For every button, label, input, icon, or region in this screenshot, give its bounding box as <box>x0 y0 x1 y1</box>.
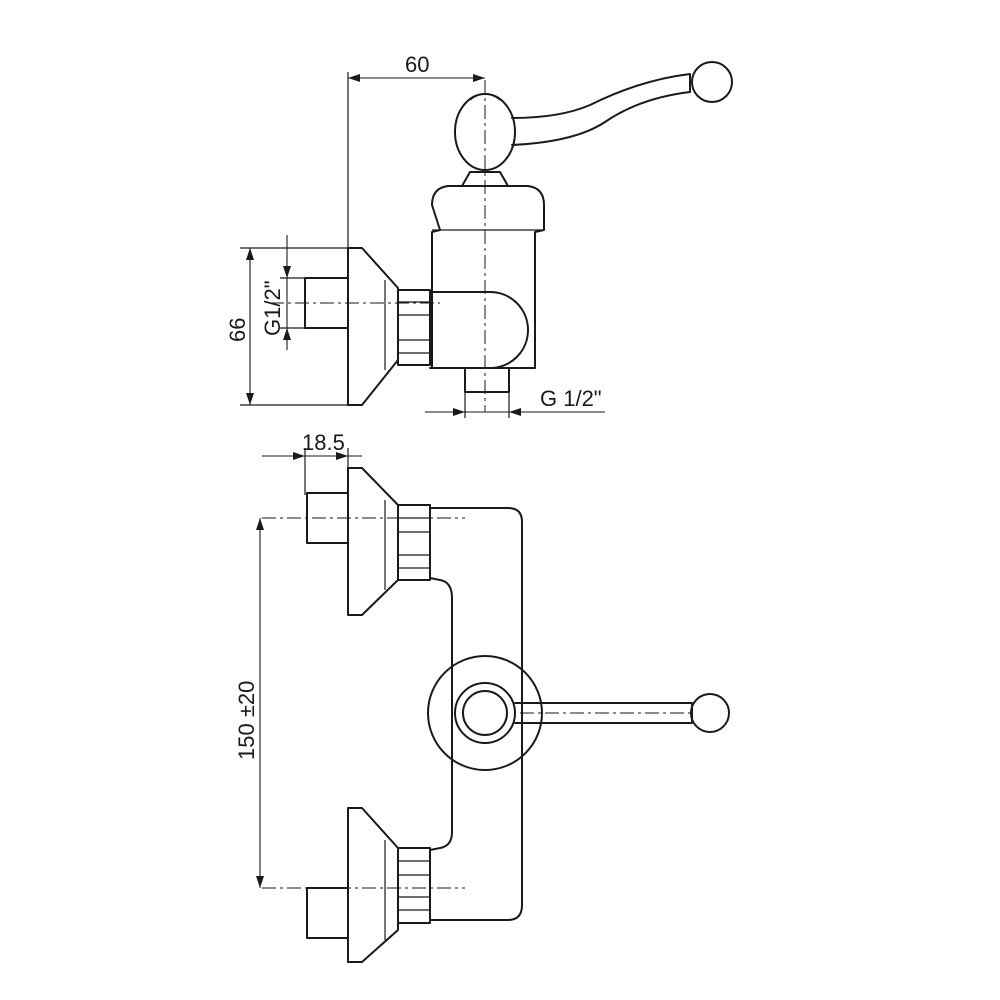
dim-60-arrow-left <box>348 74 360 82</box>
side-arm <box>429 291 529 369</box>
g12-arrow-bottom <box>283 328 291 340</box>
dim-66-label: 66 <box>225 318 250 342</box>
front-lower-escutcheon <box>347 807 399 963</box>
side-hex-nut <box>397 289 431 366</box>
side-view: 60 66 G1/2" G 1/2" <box>225 52 733 418</box>
dim-18-label: 18.5 <box>302 430 345 455</box>
front-body <box>429 507 523 921</box>
outlet-thread-label: G 1/2" <box>540 386 602 411</box>
dim-60-label: 60 <box>405 52 429 77</box>
side-bonnet <box>461 171 509 187</box>
front-valve-ring-mid <box>454 682 516 744</box>
dim-18-arrow-left <box>293 452 305 460</box>
outlet-arrow-left <box>453 408 465 416</box>
side-outlet-stub <box>464 367 510 393</box>
side-lever-ball <box>691 61 733 103</box>
dim-60-arrow-right <box>473 74 485 82</box>
side-escutcheon <box>347 247 399 406</box>
outlet-arrow-right <box>509 408 521 416</box>
front-upper-escutcheon <box>347 467 399 616</box>
front-valve-ring-inner <box>462 690 508 736</box>
dim-66-arrow-bottom <box>246 393 254 405</box>
g12-arrow-top <box>283 266 291 278</box>
front-lower-inlet-stub <box>306 887 349 939</box>
front-upper-hex-nut <box>397 504 431 581</box>
dim-150-arrow-bottom <box>256 876 264 888</box>
dim-150-arrow-top <box>256 518 264 530</box>
side-valve-body <box>431 185 545 369</box>
front-lever-ball <box>690 693 730 733</box>
dim-66-arrow-top <box>246 248 254 260</box>
g12-inlet-label: G1/2" <box>260 280 285 336</box>
front-valve-ring-outer <box>427 655 543 771</box>
front-view: 18.5 <box>234 430 730 963</box>
dim-18-arrow-right <box>336 452 348 460</box>
side-lever-handle <box>511 73 691 146</box>
dim-150-label: 150 ±20 <box>234 681 259 760</box>
front-lower-hex-nut <box>397 847 431 924</box>
